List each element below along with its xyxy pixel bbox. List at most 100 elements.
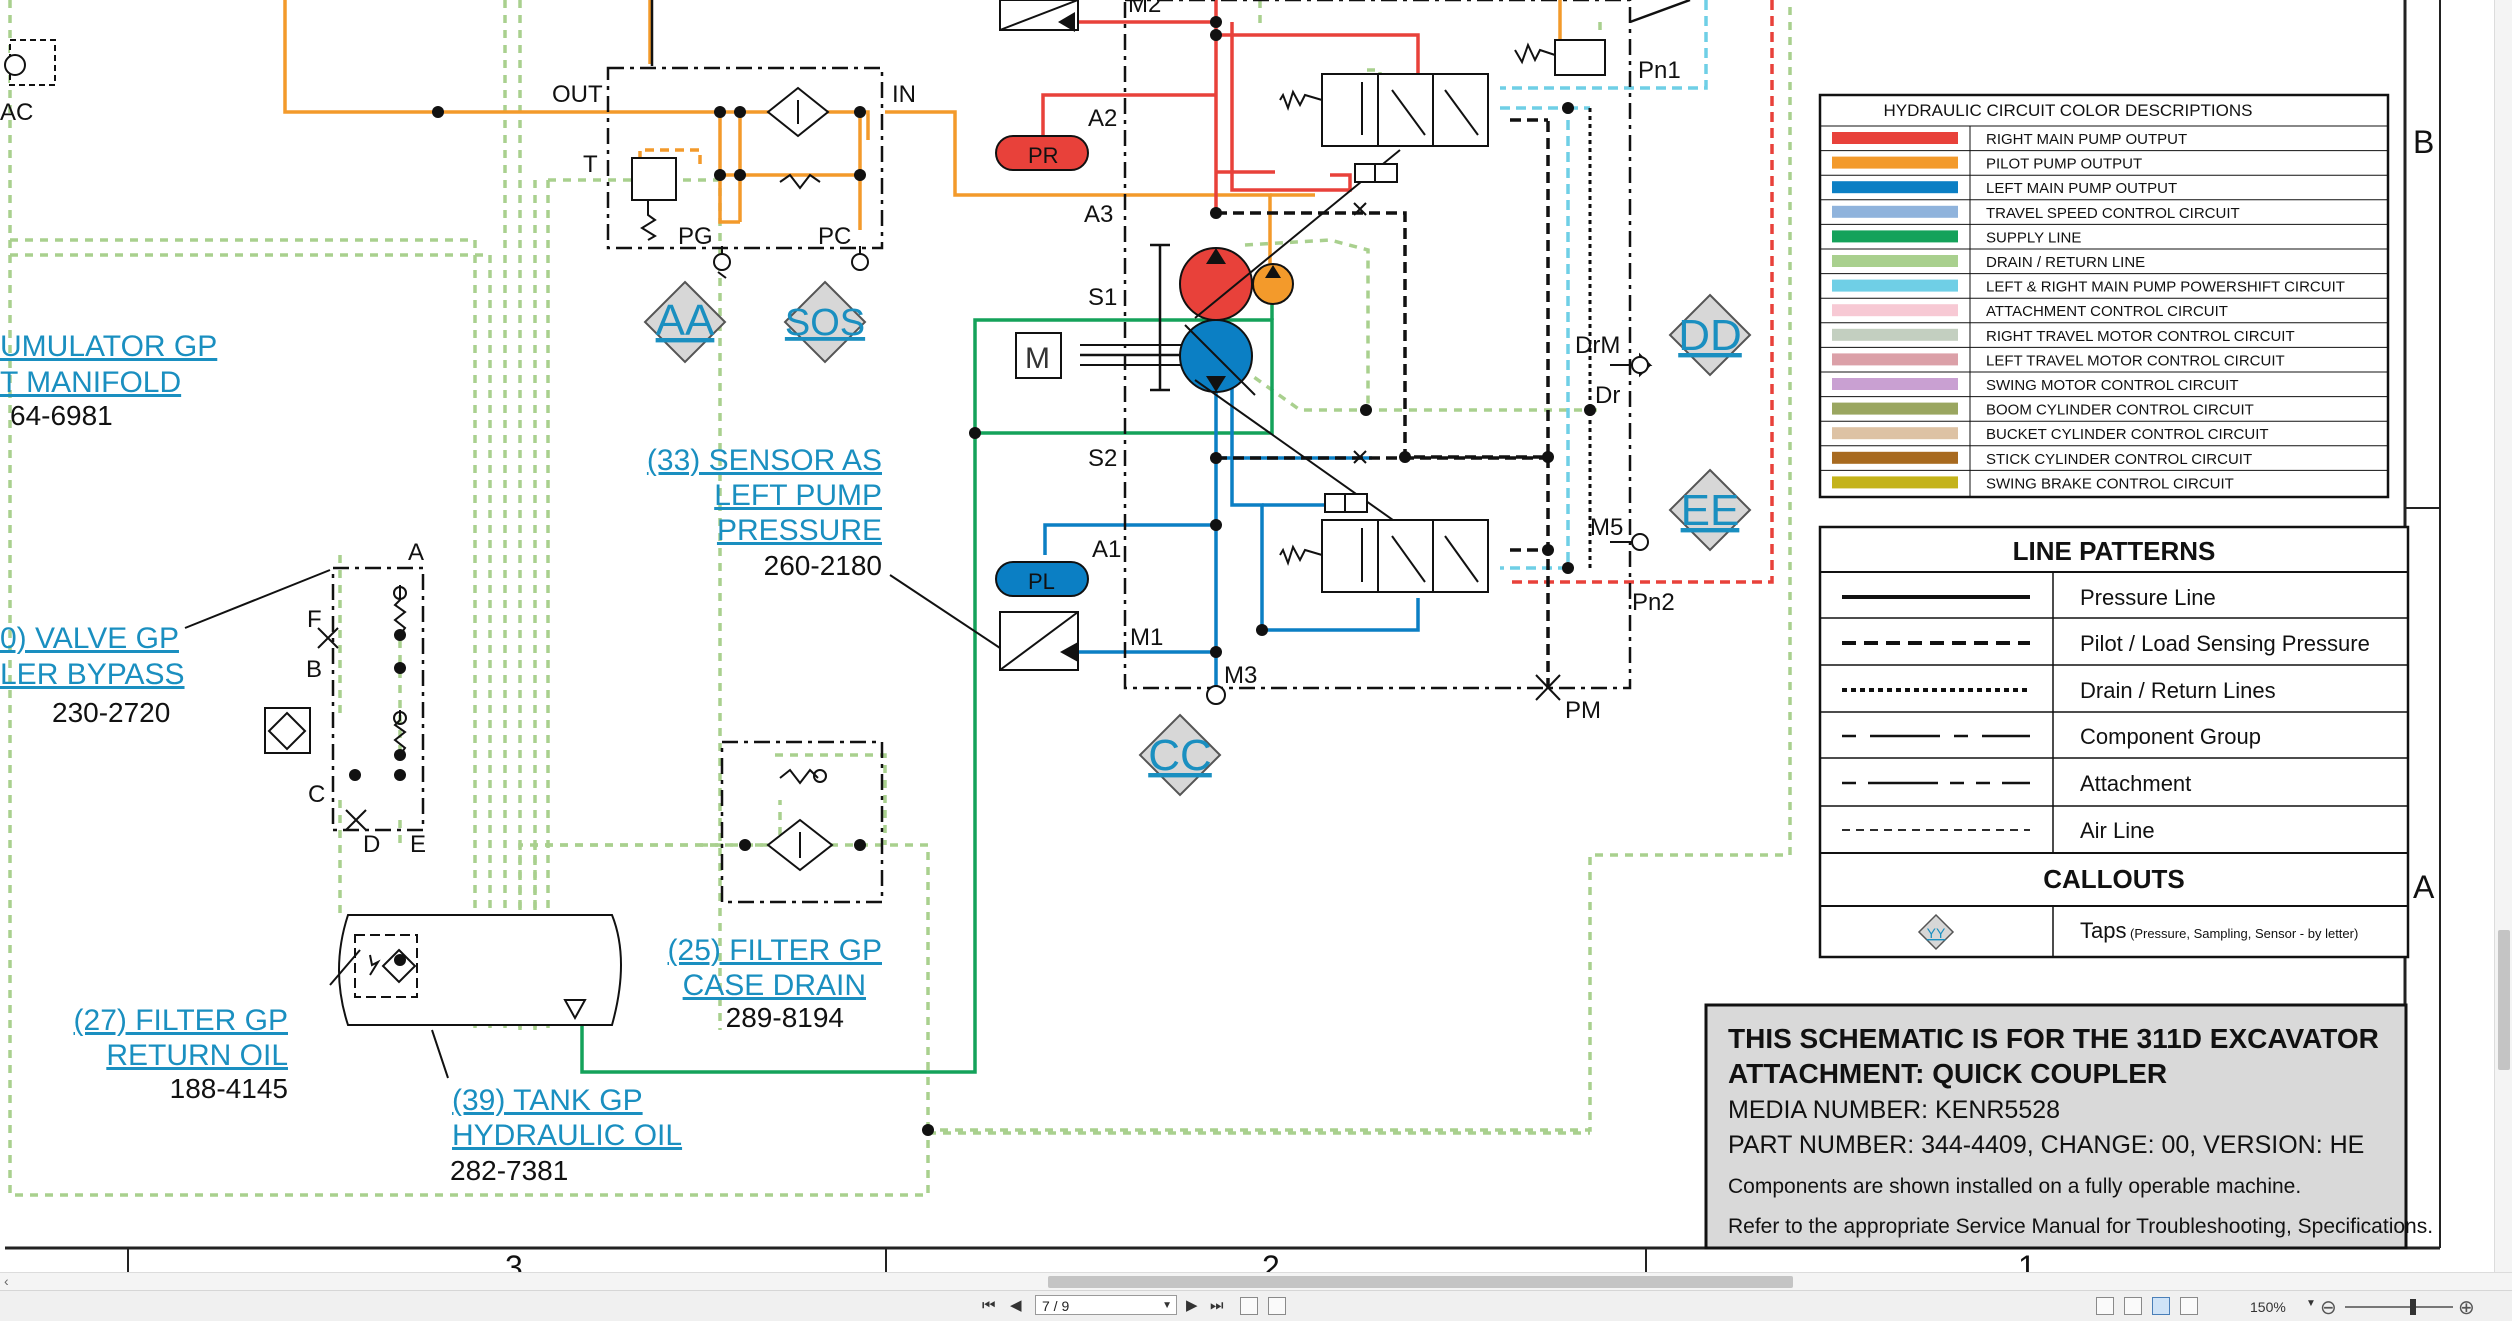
line-patterns-title: LINE PATTERNS [2013,536,2216,566]
port-m5: M5 [1590,514,1623,541]
sensor-left-pump [999,611,1079,671]
color-legend-label: SWING BRAKE CONTROL CIRCUIT [1986,475,2234,492]
color-swatch [1832,255,1958,267]
color-legend-label: LEFT MAIN PUMP OUTPUT [1986,180,2177,197]
pl-label: PL [1028,569,1055,594]
taps-note: (Pressure, Sampling, Sensor - by letter) [2130,926,2358,941]
zoom-level[interactable]: 150% [2250,1299,2286,1315]
title-block: THIS SCHEMATIC IS FOR THE 311D EXCAVATOR… [1704,1003,2433,1250]
part-number: PART NUMBER: 344-4409, CHANGE: 00, VERSI… [1728,1131,2364,1159]
zoom-slider-thumb[interactable] [2410,1299,2416,1315]
title-line-1: THIS SCHEMATIC IS FOR THE 311D EXCAVATOR [1728,1023,2379,1054]
color-legend-label: PILOT PUMP OUTPUT [1986,156,2142,173]
tank-pn: 282-7381 [450,1155,568,1186]
pattern-air: Air Line [2080,818,2155,843]
vertical-scroll-thumb[interactable] [2498,930,2510,1070]
color-swatch [1832,353,1958,366]
pl-tag: PL [995,561,1089,597]
top-right-valve [1514,39,1606,76]
next-page-icon[interactable]: ▶ [1186,1297,1198,1314]
port-dr: Dr [1595,382,1620,409]
color-swatch [1832,476,1958,489]
color-legend-label: LEFT TRAVEL MOTOR CONTROL CIRCUIT [1986,352,2285,369]
color-legend-label: RIGHT MAIN PUMP OUTPUT [1986,131,2187,148]
single-page-view-icon[interactable] [2096,1297,2114,1315]
accumulator-link-2[interactable]: T MANIFOLD [0,366,181,399]
tap-dd[interactable]: DD [1668,293,1752,377]
port-f: F [307,606,322,633]
valve-link-2[interactable]: LER BYPASS [0,658,185,691]
zoom-in-icon[interactable]: ⊕ [2458,1297,2475,1319]
port-pc: PC [818,223,851,250]
port-b: B [306,656,322,683]
scroll-mode-icon[interactable] [2180,1297,2198,1315]
tap-ee[interactable]: EE [1668,468,1752,552]
port-in: IN [892,81,916,108]
port-a1: A1 [1092,536,1121,563]
filter-case-link-2[interactable]: CASE DRAIN [683,969,866,1002]
continuous-view-icon[interactable] [2124,1297,2142,1315]
viewer-toolbar: ⏮ ◀ 7 / 9 ▼ ▶ ⏭ 150% ▼ ⊖ ⊕ [0,1290,2512,1321]
filter-case-link-1[interactable]: (25) FILTER GP [668,934,882,967]
two-page-view-icon[interactable] [2152,1297,2170,1315]
zoom-out-icon[interactable]: ⊖ [2320,1297,2337,1319]
valve-link-1[interactable]: 0) VALVE GP [0,622,179,655]
port-e: E [410,831,426,858]
line-patterns-legend [1818,525,2410,959]
tank-link-2[interactable]: HYDRAULIC OIL [452,1119,682,1152]
port-labels: M2 A2 A3 S1 S2 A1 M1 M3 PM Pn1 Pn2 DrM D… [0,0,1681,858]
tap-sos[interactable]: SOS [783,280,867,364]
zoom-dropdown-icon[interactable]: ▼ [2306,1298,2316,1309]
color-swatch [1832,451,1958,464]
color-legend-label: TRAVEL SPEED CONTROL CIRCUIT [1986,205,2240,222]
horizontal-scroll-thumb[interactable] [1048,1276,1793,1288]
page-layout-icon[interactable] [1268,1297,1286,1315]
top-control-valve [1279,73,1489,183]
page-number-value: 7 / 9 [1042,1298,1070,1314]
horizontal-scrollbar[interactable]: ‹ [0,1272,2512,1291]
color-swatch [1832,427,1958,440]
port-t: T [583,151,598,178]
port-pm: PM [1565,697,1601,724]
pr-tag: PR [995,135,1089,171]
pattern-drain: Drain / Return Lines [2080,678,2276,703]
sensor-pn: 260-2180 [764,550,882,581]
filter-return-link-1[interactable]: (27) FILTER GP [74,1004,288,1037]
bypass-valve-group [4,39,407,831]
color-swatch [1832,205,1958,218]
tap-aa-label: AA [656,296,715,345]
port-drm: DrM [1575,332,1620,359]
tap-aa[interactable]: AA [643,280,727,364]
page-dropdown-icon[interactable]: ▼ [1162,1300,1172,1311]
zoom-slider[interactable] [2345,1306,2453,1308]
title-note-2: Refer to the appropriate Service Manual … [1728,1215,2433,1238]
port-pn2: Pn2 [1632,589,1675,616]
last-page-icon[interactable]: ⏭ [1210,1297,1224,1314]
color-swatch [1832,279,1958,292]
previous-page-icon[interactable]: ◀ [1010,1297,1022,1314]
sensor-link-1[interactable]: (33) SENSOR AS [647,444,882,477]
pilot-filter-block [631,86,869,279]
color-legend-label: STICK CYLINDER CONTROL CIRCUIT [1986,451,2252,468]
sensor-link-3[interactable]: PRESSURE [717,514,882,547]
accumulator-link-1[interactable]: UMULATOR GP [0,330,217,363]
tap-cc[interactable]: CC [1138,713,1222,797]
case-drain-filter [766,768,834,872]
color-swatch [1832,156,1958,169]
vertical-scrollbar[interactable] [2494,0,2512,1272]
first-page-icon[interactable]: ⏮ [982,1297,996,1314]
filter-return-link-2[interactable]: RETURN OIL [106,1039,288,1072]
page-number-field[interactable]: 7 / 9 ▼ [1035,1295,1177,1315]
color-swatch [1832,378,1958,390]
port-pg: PG [678,223,713,250]
sensor-link-2[interactable]: LEFT PUMP [714,479,882,512]
pilot-pump [1252,263,1294,305]
tank-link-1[interactable]: (39) TANK GP [452,1084,643,1117]
callout-labels: UMULATOR GP T MANIFOLD 64-6981 0) VALVE … [0,330,1001,1186]
valve-pn: 230-2720 [52,697,170,728]
page-copy-icon[interactable] [1240,1297,1258,1315]
port-d: D [363,831,380,858]
scroll-left-icon[interactable]: ‹ [4,1273,9,1289]
filter-case-pn: 289-8194 [726,1002,844,1033]
taps-label: Taps [2080,918,2126,943]
